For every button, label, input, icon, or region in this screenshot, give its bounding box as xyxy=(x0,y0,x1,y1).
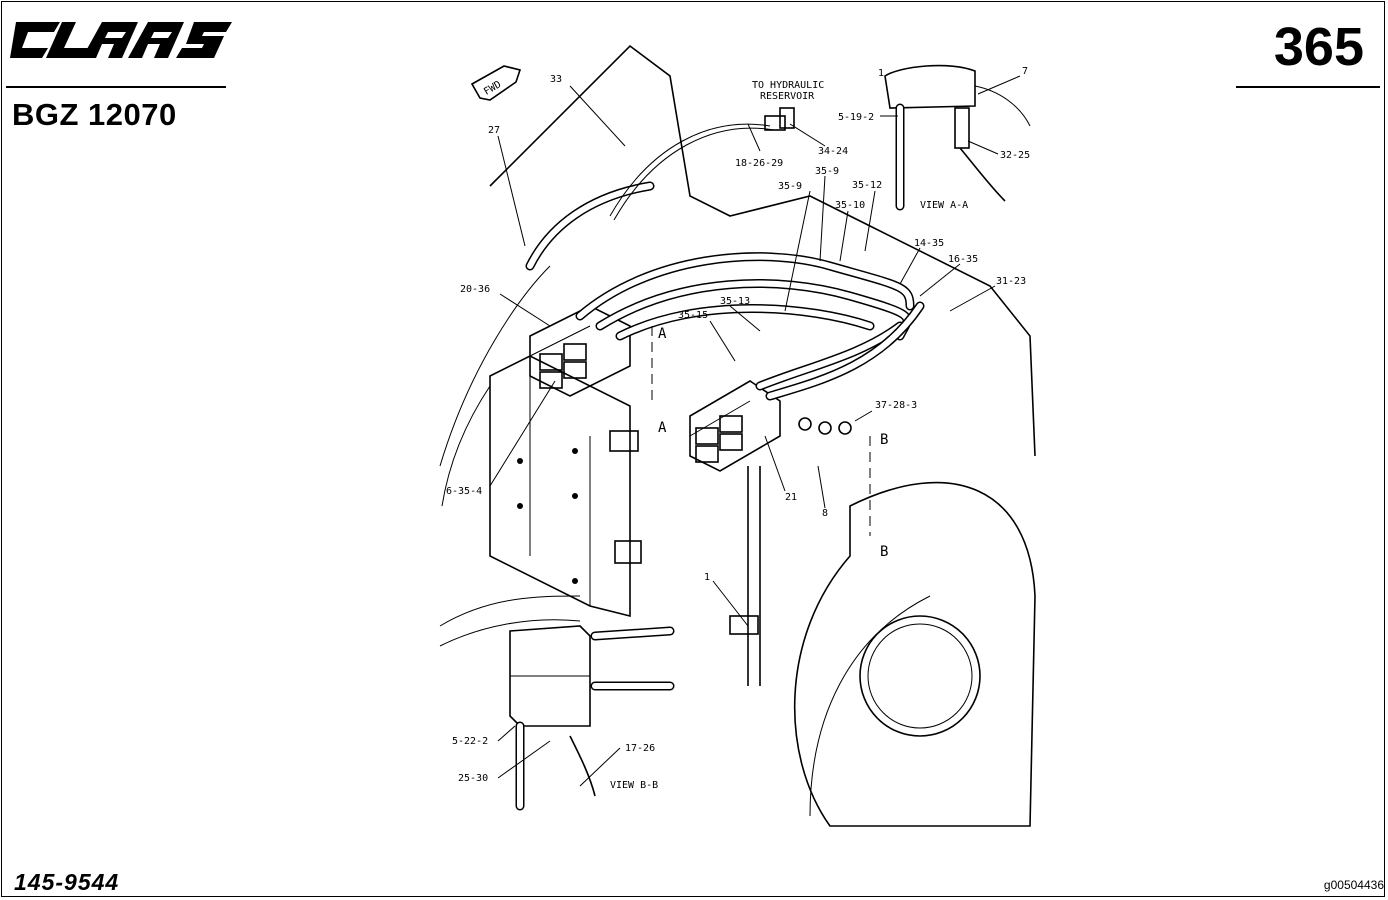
callout-34-24: 34-24 xyxy=(818,146,848,157)
section-markers xyxy=(629,326,871,536)
flywheel-housing xyxy=(793,481,1036,827)
section-a-lower: A xyxy=(658,420,667,436)
callout-35-9-a: 35-9 xyxy=(778,181,802,192)
callout-20-36: 20-36 xyxy=(460,284,490,295)
callout-32-25: 32-25 xyxy=(1000,150,1030,161)
header-rule-left xyxy=(6,86,226,88)
section-b-upper: B xyxy=(880,432,888,448)
callout-7: 7 xyxy=(1022,66,1028,77)
frame-outline xyxy=(439,44,1036,647)
section-b-lower: B xyxy=(880,544,888,560)
reservoir-note-line2: RESERVOIR xyxy=(760,91,815,102)
page-number: 365 xyxy=(1273,17,1364,77)
view-a-label: VIEW A-A xyxy=(920,200,968,211)
callout-25-30: 25-30 xyxy=(458,773,488,784)
callout-14-35: 14-35 xyxy=(914,238,944,249)
view-b-b-inset xyxy=(509,625,675,811)
image-code: g00504436 xyxy=(1323,878,1384,892)
view-b-label: VIEW B-B xyxy=(610,780,658,791)
exploded-parts-diagram: FWD xyxy=(439,44,1036,827)
fwd-direction-tag: FWD xyxy=(470,65,522,101)
part-number: 145-9544 xyxy=(14,869,120,895)
callout-31-23: 31-23 xyxy=(996,276,1026,287)
leader-lines xyxy=(489,75,1021,787)
callout-1-view-a: 1 xyxy=(878,68,884,79)
claas-logo-mark xyxy=(10,22,232,58)
reservoir-fitting xyxy=(764,107,795,131)
callout-27: 27 xyxy=(488,125,500,136)
callout-33: 33 xyxy=(550,74,562,85)
callout-16-35: 16-35 xyxy=(948,254,978,265)
callout-35-15: 35-15 xyxy=(678,310,708,321)
callout-17-26: 17-26 xyxy=(625,743,655,754)
reservoir-note-line1: TO HYDRAULIC xyxy=(752,80,824,91)
callout-6-35-4: 6-35-4 xyxy=(446,486,482,497)
callout-35-10: 35-10 xyxy=(835,200,865,211)
callout-37-28-3: 37-28-3 xyxy=(875,400,917,411)
callout-5-19-2: 5-19-2 xyxy=(838,112,874,123)
control-valve-center xyxy=(689,380,852,472)
callout-21: 21 xyxy=(785,492,797,503)
section-a-upper: A xyxy=(658,326,667,342)
return-tube xyxy=(729,466,761,686)
tank-block xyxy=(489,355,642,618)
callout-1: 1 xyxy=(704,572,710,583)
view-a-a-inset xyxy=(884,64,1031,211)
model-title: BGZ 12070 xyxy=(12,97,177,132)
header-rule-right xyxy=(1236,86,1380,88)
svg-text:FWD: FWD xyxy=(482,79,503,98)
callout-8: 8 xyxy=(822,508,828,519)
callout-5-22-2: 5-22-2 xyxy=(452,736,488,747)
callout-35-13: 35-13 xyxy=(720,296,750,307)
claas-logo xyxy=(10,22,232,58)
callout-35-9-b: 35-9 xyxy=(815,166,839,177)
hose-bundle xyxy=(525,123,925,401)
callout-18-26-29: 18-26-29 xyxy=(735,158,783,169)
callout-35-12: 35-12 xyxy=(852,180,882,191)
